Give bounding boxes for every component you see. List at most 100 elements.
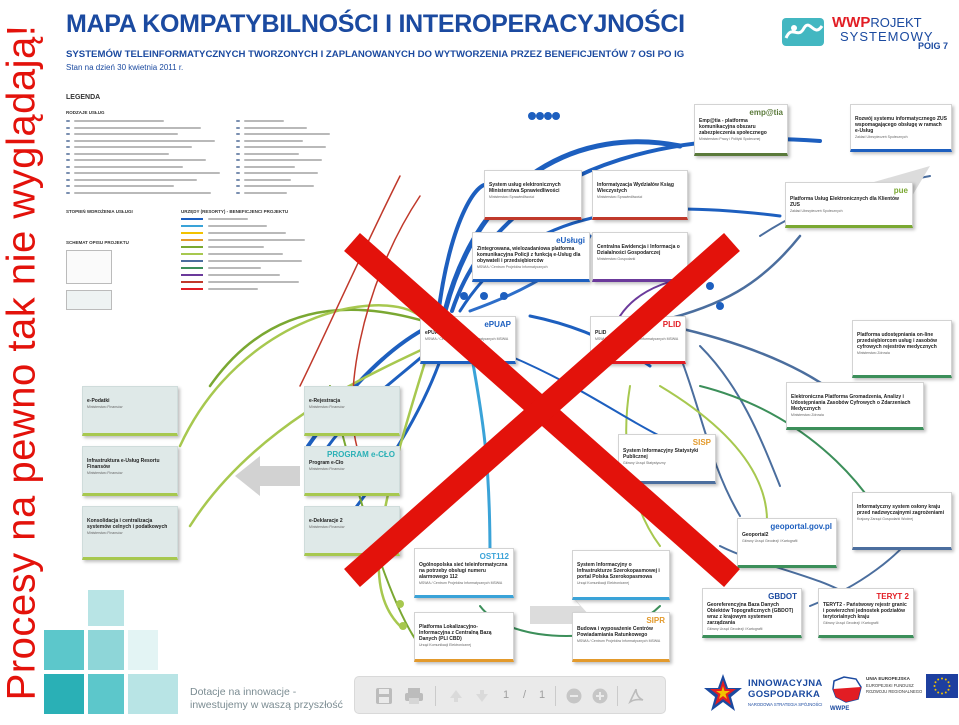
system-title: Informatyzacja Wydziałów Ksiąg Wieczysty… — [597, 182, 674, 194]
legend-bullet — [66, 185, 70, 187]
system-owner: Ministerstwo Finansów — [87, 471, 123, 475]
legend-beneficiary-swatch — [181, 232, 203, 234]
legend-schema-sample — [66, 250, 112, 284]
legend-bullet — [236, 146, 240, 148]
system-logo: emp@tia — [749, 108, 783, 117]
print-icon — [405, 688, 423, 704]
slogan-line-2: inwestujemy w waszą przyszłość — [190, 699, 343, 711]
system-title: Elektroniczna Platforma Gromadzenia, Ana… — [791, 394, 911, 412]
system-owner: Ministerstwo Finansów — [87, 531, 123, 535]
legend: LEGENDA RODZAJE USŁUG STOPIEŃ WDROŻENIA … — [66, 94, 356, 324]
system-owner: MSWiA / Centrum Projektów Informatycznyc… — [425, 337, 509, 341]
legend-beneficiary-swatch — [181, 260, 203, 262]
page-count: 1 — [539, 689, 546, 701]
decorative-squares — [44, 590, 184, 725]
connector — [468, 344, 492, 558]
system-logo: eUsługi — [556, 236, 585, 245]
legend-bullet — [236, 152, 240, 155]
system-owner: Ministerstwo Finansów — [87, 405, 123, 409]
legend-bullet — [66, 139, 70, 142]
legend-placeholder-text — [244, 120, 284, 122]
system-owner: Ministerstwo Pracy i Polityki Społecznej — [699, 137, 761, 141]
next-page-button[interactable] — [471, 685, 493, 707]
system-title: System Informacyjny Statystyki Publiczne… — [623, 448, 699, 460]
system-title: Emp@tia - platforma komunikacyjna obszar… — [699, 118, 767, 136]
system-title: Ogólnopolska sieć teleinformatyczna na p… — [419, 562, 508, 580]
legend-bullet — [236, 191, 240, 194]
arrow-up-icon — [450, 690, 462, 702]
system-logo: TERYT 2 — [876, 592, 909, 601]
system-logo: GBDOT — [768, 592, 797, 601]
wwp-logo-line2: SYSTEMOWY — [840, 29, 934, 44]
side-caption-text: Procesy na pewno tak nie wyglądają! — [0, 24, 44, 701]
ig-logo-line1: INNOWACYJNA — [748, 678, 823, 689]
legend-stages-heading: STOPIEŃ WDROŻENIA USŁUGI — [66, 209, 133, 214]
save-icon — [376, 688, 392, 704]
system-title: e-Podatki — [87, 398, 110, 404]
legend-beneficiary-swatch — [181, 267, 203, 269]
legend-bullet — [236, 126, 240, 129]
legend-bullet — [236, 172, 240, 174]
legend-beneficiary-swatch — [181, 218, 203, 220]
save-button[interactable] — [373, 685, 395, 707]
minus-icon — [566, 688, 582, 704]
legend-placeholder-text — [244, 178, 291, 181]
open-in-acrobat-button[interactable] — [625, 685, 647, 707]
connector-node — [480, 292, 488, 300]
legend-placeholder-text — [74, 178, 197, 181]
eu-logo-line1: UNIA EUROPEJSKA — [866, 676, 910, 681]
system-owner: MSWiA / Centrum Projektów Informatycznyc… — [477, 265, 548, 269]
eu-logo-line3: ROZWOJU REGIONALNEGO — [866, 689, 923, 694]
legend-placeholder-text — [244, 191, 287, 194]
legend-placeholder-text — [208, 267, 261, 269]
legend-placeholder-text — [74, 126, 201, 129]
wwpe-logo: WWPE — [830, 673, 864, 721]
system-title: e-Deklaracje 2 — [309, 518, 343, 524]
grey-arrow-icon — [235, 456, 300, 496]
system-title: Program e-Cło — [309, 460, 344, 466]
system-owner: Główny Urząd Geodezji i Kartografii — [823, 621, 879, 625]
legend-placeholder-text — [208, 253, 283, 255]
system-owner: Główny Urząd Geodezji i Kartografii — [742, 539, 798, 543]
zoom-out-button[interactable] — [563, 685, 585, 707]
legend-placeholder-text — [244, 133, 330, 135]
legend-bullet — [66, 191, 70, 194]
connector-node — [528, 112, 536, 120]
ig-logo-line2: GOSPODARKA — [748, 689, 821, 700]
legend-placeholder-text — [244, 152, 299, 155]
legend-placeholder-text — [74, 165, 183, 168]
system-box: System Informacyjny o Infrastrukturze Sz… — [572, 550, 670, 600]
legend-placeholder-text — [208, 218, 248, 220]
system-box: Elektroniczna Platforma Gromadzenia, Ana… — [786, 382, 924, 430]
legend-beneficiary-swatch — [181, 281, 203, 283]
system-box: Centralna Ewidencja i Informacja o Dział… — [592, 232, 688, 282]
legend-placeholder-text — [244, 139, 303, 142]
eu-logo-line2: EUROPEJSKI FUNDUSZ — [866, 683, 914, 688]
page-number[interactable]: 1 — [503, 689, 510, 701]
system-owner: Ministerstwo Sprawiedliwości — [489, 195, 535, 199]
connector-node — [716, 302, 724, 310]
slogan-line-1: Dotacje na innowacje - — [190, 686, 297, 698]
connector — [299, 175, 401, 387]
previous-page-button[interactable] — [445, 685, 467, 707]
legend-services-heading: RODZAJE USŁUG — [66, 110, 105, 115]
legend-beneficiary-swatch — [181, 274, 203, 276]
print-button[interactable] — [403, 685, 425, 707]
system-logo: pue — [893, 186, 908, 195]
legend-bullet — [236, 165, 240, 168]
ig-logo-line3: NARODOWA STRATEGIA SPÓJNOŚCI — [748, 702, 823, 707]
eu-logo: UNIA EUROPEJSKA EUROPEJSKI FUNDUSZ ROZWO… — [866, 674, 958, 708]
connector — [208, 308, 442, 388]
zoom-in-button[interactable] — [589, 685, 611, 707]
wwp-logo-mark-icon — [782, 18, 824, 46]
legend-bullet — [66, 146, 70, 148]
system-owner: Urząd Komunikacji Elektronicznej — [577, 581, 629, 585]
legend-placeholder-text — [208, 288, 258, 290]
